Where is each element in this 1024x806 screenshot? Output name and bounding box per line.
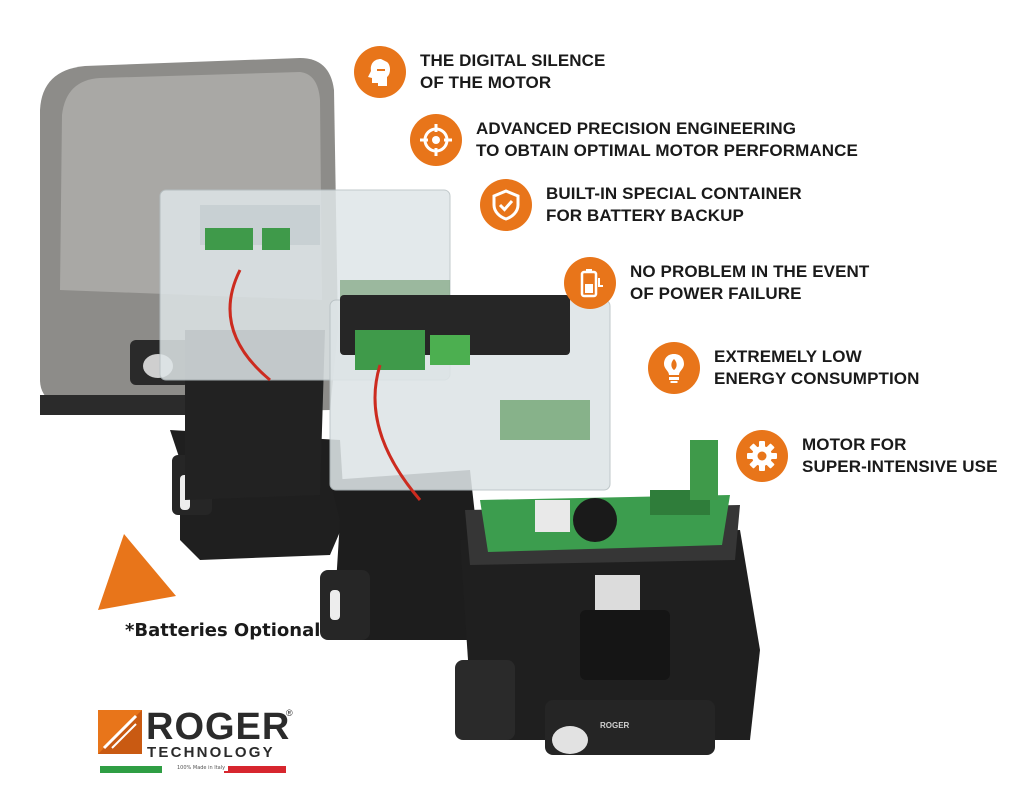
logo-tagline: 100% Made in Italy (174, 765, 229, 771)
logo-word-technology: TECHNOLOGY (147, 744, 275, 761)
feature-line-2: SUPER-INTENSIVE USE (802, 457, 998, 476)
feature-line-2: ENERGY CONSUMPTION (714, 369, 920, 388)
feature-text: NO PROBLEM IN THE EVENT OF POWER FAILURE (630, 261, 869, 305)
feature-text: EXTREMELY LOW ENERGY CONSUMPTION (714, 346, 920, 390)
feature-low-energy: EXTREMELY LOW ENERGY CONSUMPTION (648, 342, 920, 394)
svg-text:ROGER: ROGER (600, 721, 630, 730)
feature-digital-silence: THE DIGITAL SILENCE OF THE MOTOR (354, 46, 605, 98)
feature-precision-engineering: ADVANCED PRECISION ENGINEERING TO OBTAIN… (410, 114, 858, 166)
roger-logo-mark (98, 710, 142, 754)
bulb-leaf-icon (648, 342, 700, 394)
feature-line-1: BUILT-IN SPECIAL CONTAINER (546, 184, 802, 203)
feature-line-1: EXTREMELY LOW (714, 347, 862, 366)
feature-line-1: ADVANCED PRECISION ENGINEERING (476, 119, 797, 138)
orange-triangle (98, 534, 176, 610)
feature-text: BUILT-IN SPECIAL CONTAINER FOR BATTERY B… (546, 183, 802, 227)
feature-line-2: OF THE MOTOR (420, 73, 552, 92)
logo-registered-mark: ® (286, 708, 293, 718)
motor-unit-open-board: ROGER (455, 440, 760, 755)
feature-line-1: THE DIGITAL SILENCE (420, 51, 606, 70)
logo-word-roger: ROGER (146, 706, 291, 748)
feature-power-failure: NO PROBLEM IN THE EVENT OF POWER FAILURE (564, 257, 869, 309)
feature-text: MOTOR FOR SUPER-INTENSIVE USE (802, 434, 998, 478)
feature-text: ADVANCED PRECISION ENGINEERING TO OBTAIN… (476, 118, 858, 162)
battery-plug-icon (564, 257, 616, 309)
batteries-optional-note: *Batteries Optional (125, 620, 321, 641)
feature-line-2: FOR BATTERY BACKUP (546, 206, 744, 225)
feature-intensive-use: MOTOR FOR SUPER-INTENSIVE USE (736, 430, 998, 482)
motor-unit-battery-small (320, 295, 611, 640)
feature-text: THE DIGITAL SILENCE OF THE MOTOR (420, 50, 605, 94)
gear-icon (736, 430, 788, 482)
roger-technology-logo: ROGER ® TECHNOLOGY 100% Made in Italy (98, 706, 298, 780)
feature-line-2: TO OBTAIN OPTIMAL MOTOR PERFORMANCE (476, 141, 858, 160)
shield-check-icon (480, 179, 532, 231)
silence-head-icon (354, 46, 406, 98)
feature-line-1: MOTOR FOR (802, 435, 907, 454)
feature-battery-container: BUILT-IN SPECIAL CONTAINER FOR BATTERY B… (480, 179, 802, 231)
feature-line-1: NO PROBLEM IN THE EVENT (630, 262, 870, 281)
precision-target-icon (410, 114, 462, 166)
feature-line-2: OF POWER FAILURE (630, 284, 802, 303)
